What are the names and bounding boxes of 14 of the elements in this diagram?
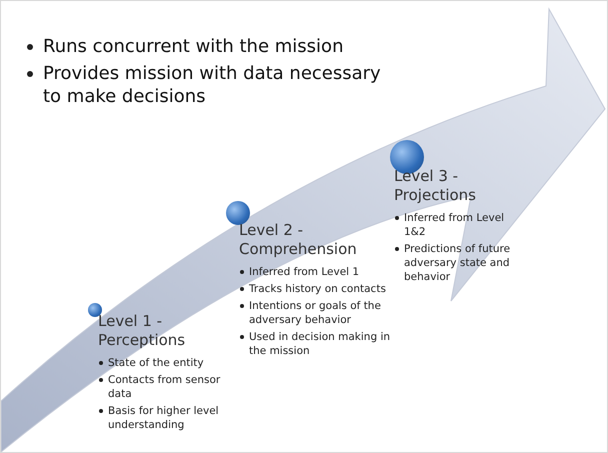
bullet-point: Inferred from Level 1&2 (404, 212, 504, 238)
bullet-point: Inferred from Level 1 (249, 266, 360, 278)
level-heading: Level 3 - Projections (394, 167, 477, 205)
bullet-point: Basis for higher level understanding (108, 405, 219, 431)
bullet-point: Tracks history on contacts (249, 283, 386, 295)
bullet-point: Predictions of future adversary state and behavior (404, 243, 510, 283)
bullet-point: Provides mission with data necessary to make decisions (43, 63, 381, 107)
bullet-point: Runs concurrent with the mission (43, 36, 344, 57)
bullet-point: Intentions or goals of the adversary behavior (249, 300, 381, 326)
bullet-point: Contacts from sensor data (108, 374, 220, 400)
bullet-point: Used in decision making in the mission (249, 331, 390, 357)
level-heading: Level 1 - Perceptions (98, 312, 186, 350)
level-heading: Level 2 - Comprehension (239, 221, 358, 259)
bullet-point: State of the entity (108, 357, 204, 369)
